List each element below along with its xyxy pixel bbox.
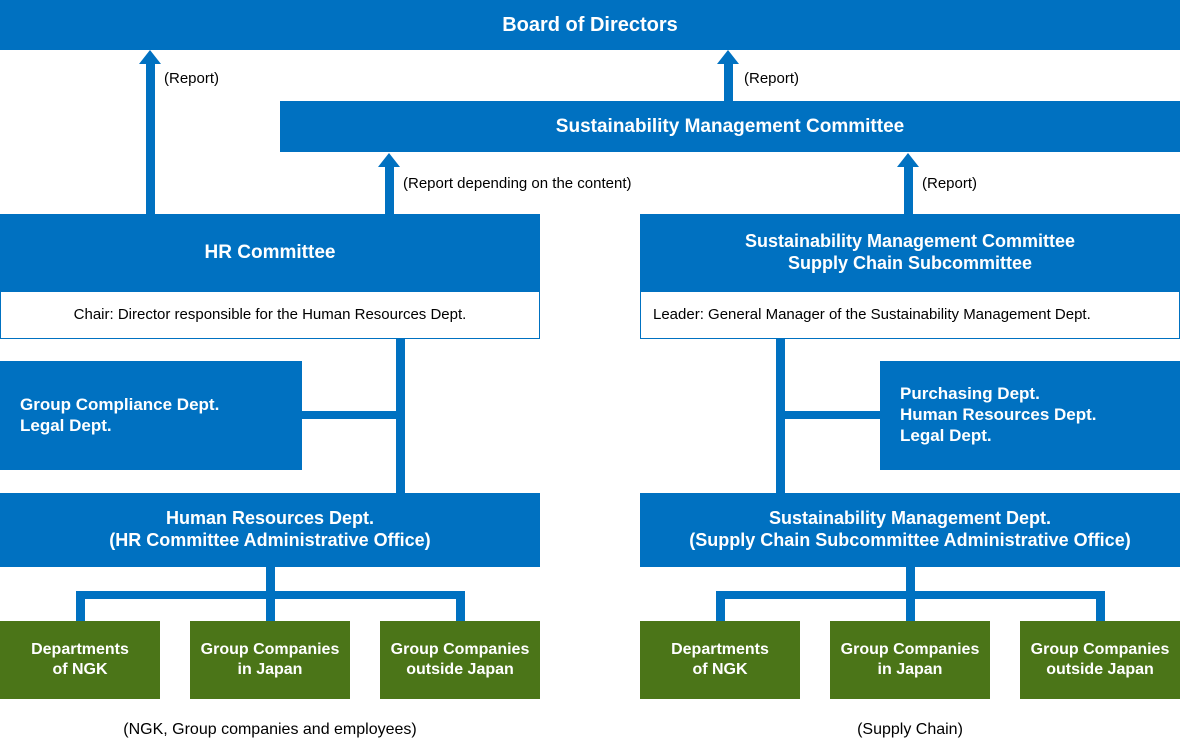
left-target-2-line-2: in Japan	[237, 661, 303, 678]
supply-chain-subcommittee-leader-note: Leader: General Manager of the Sustainab…	[640, 291, 1180, 339]
purchasing-hr-legal-dept-lines: Purchasing Dept. Human Resources Dept. L…	[900, 384, 1097, 446]
group-compliance-legal-dept-lines: Group Compliance Dept. Legal Dept.	[20, 395, 219, 436]
hr-fanout-drop-3	[456, 591, 465, 623]
board-of-directors-label: Board of Directors	[502, 13, 678, 36]
right-branch-footer-label: (Supply Chain)	[857, 721, 963, 738]
right-target-departments-of-ngk: Departments of NGK	[640, 621, 800, 699]
right-target-3-line-2: outside Japan	[1046, 661, 1154, 678]
sm-fanout-drop-2	[906, 591, 915, 623]
sm-fanout-stem	[906, 567, 915, 599]
left-target-1-line-2: of NGK	[52, 661, 108, 678]
supply-chain-subcommittee-lines: Sustainability Management Committee Supp…	[745, 231, 1075, 275]
supply-chain-subcommittee-box: Sustainability Management Committee Supp…	[640, 214, 1180, 291]
sm-admin-line-2: (Supply Chain Subcommittee Administrativ…	[689, 530, 1131, 550]
left-target-1-line-1: Departments	[31, 641, 129, 659]
sustainability-management-committee-box: Sustainability Management Committee	[280, 101, 1180, 152]
sustainability-management-dept-box: Sustainability Management Dept. (Supply …	[640, 493, 1180, 567]
sustainability-management-committee-label: Sustainability Management Committee	[555, 115, 905, 137]
hr-fanout-drop-1	[76, 591, 85, 623]
sm-admin-line-1: Sustainability Management Dept.	[768, 508, 1052, 529]
board-of-directors-box: Board of Directors	[0, 0, 1180, 50]
human-resources-dept-box: Human Resources Dept. (HR Committee Admi…	[0, 493, 540, 567]
right-support-dept-line-3: Legal Dept.	[900, 425, 992, 445]
smc-to-board-arrow-shaft	[724, 64, 733, 102]
right-support-dept-line-1: Purchasing Dept.	[900, 384, 1040, 404]
right-target-1-line-1: Departments	[671, 641, 769, 659]
right-target-2-line-1: Group Companies	[840, 641, 980, 659]
purchasing-hr-legal-dept-box: Purchasing Dept. Human Resources Dept. L…	[880, 361, 1180, 470]
subcommittee-to-smc-arrow-shaft	[904, 167, 913, 214]
left-branch-footer-label: (NGK, Group companies and employees)	[123, 721, 417, 738]
left-target-1-lines: Departments of NGK	[31, 640, 129, 679]
hr-committee-box: HR Committee	[0, 214, 540, 291]
sm-fanout-drop-1	[716, 591, 725, 623]
hr-admin-line-1: Human Resources Dept.	[165, 508, 375, 529]
sm-fanout-drop-3	[1096, 591, 1105, 623]
left-target-group-companies-in-japan: Group Companies in Japan	[190, 621, 350, 699]
right-target-3-lines: Group Companies outside Japan	[1031, 640, 1170, 679]
human-resources-dept-lines: Human Resources Dept. (HR Committee Admi…	[109, 508, 430, 552]
smc-to-board-arrow-head	[717, 50, 739, 64]
hr-to-board-arrow-shaft	[146, 64, 155, 214]
left-target-3-lines: Group Companies outside Japan	[391, 640, 530, 679]
hr-to-smc-arrow-head	[378, 153, 400, 167]
group-compliance-legal-dept-box: Group Compliance Dept. Legal Dept.	[0, 361, 302, 470]
left-target-group-companies-outside-japan: Group Companies outside Japan	[380, 621, 540, 699]
hr-to-smc-arrow-label: (Report depending on the content)	[403, 175, 632, 192]
left-target-2-line-1: Group Companies	[200, 641, 340, 659]
hr-support-dept-branch-line	[301, 411, 401, 419]
hr-committee-chair-label: Chair: Director responsible for the Huma…	[73, 305, 467, 323]
subcommittee-to-smc-arrow-label: (Report)	[922, 175, 978, 192]
subcommittee-to-smc-arrow-head	[897, 153, 919, 167]
left-target-3-line-1: Group Companies	[390, 641, 530, 659]
sustainability-management-dept-lines: Sustainability Management Dept. (Supply …	[689, 508, 1130, 552]
hr-to-board-arrow-head	[139, 50, 161, 64]
hr-admin-line-2: (HR Committee Administrative Office)	[109, 530, 431, 550]
subcommittee-leader-label: Leader: General Manager of the Sustainab…	[653, 305, 1091, 323]
hr-to-board-arrow-label: (Report)	[164, 70, 220, 87]
right-target-group-companies-in-japan: Group Companies in Japan	[830, 621, 990, 699]
hr-committee-label: HR Committee	[204, 241, 336, 263]
right-target-3-line-1: Group Companies	[1030, 641, 1170, 659]
right-target-group-companies-outside-japan: Group Companies outside Japan	[1020, 621, 1180, 699]
hr-committee-chair-note: Chair: Director responsible for the Huma…	[0, 291, 540, 339]
subcommittee-title-line-1: Sustainability Management Committee	[744, 230, 1076, 251]
right-target-2-lines: Group Companies in Japan	[841, 640, 980, 679]
right-target-1-line-2: of NGK	[692, 661, 748, 678]
right-target-2-line-2: in Japan	[877, 661, 943, 678]
hr-fanout-stem	[266, 567, 275, 599]
smc-to-board-arrow-label: (Report)	[744, 70, 800, 87]
subcommittee-title-line-2: Supply Chain Subcommittee	[787, 252, 1032, 273]
support-dept-line-1: Group Compliance Dept.	[20, 394, 220, 414]
left-target-departments-of-ngk: Departments of NGK	[0, 621, 160, 699]
right-support-dept-line-2: Human Resources Dept.	[900, 405, 1097, 425]
subcommittee-support-dept-branch-line	[780, 411, 880, 419]
support-dept-line-2: Legal Dept.	[20, 415, 112, 435]
hr-fanout-drop-2	[266, 591, 275, 623]
hr-to-smc-arrow-shaft	[385, 167, 394, 214]
left-target-3-line-2: outside Japan	[406, 661, 514, 678]
right-target-1-lines: Departments of NGK	[671, 640, 769, 679]
left-target-2-lines: Group Companies in Japan	[201, 640, 340, 679]
